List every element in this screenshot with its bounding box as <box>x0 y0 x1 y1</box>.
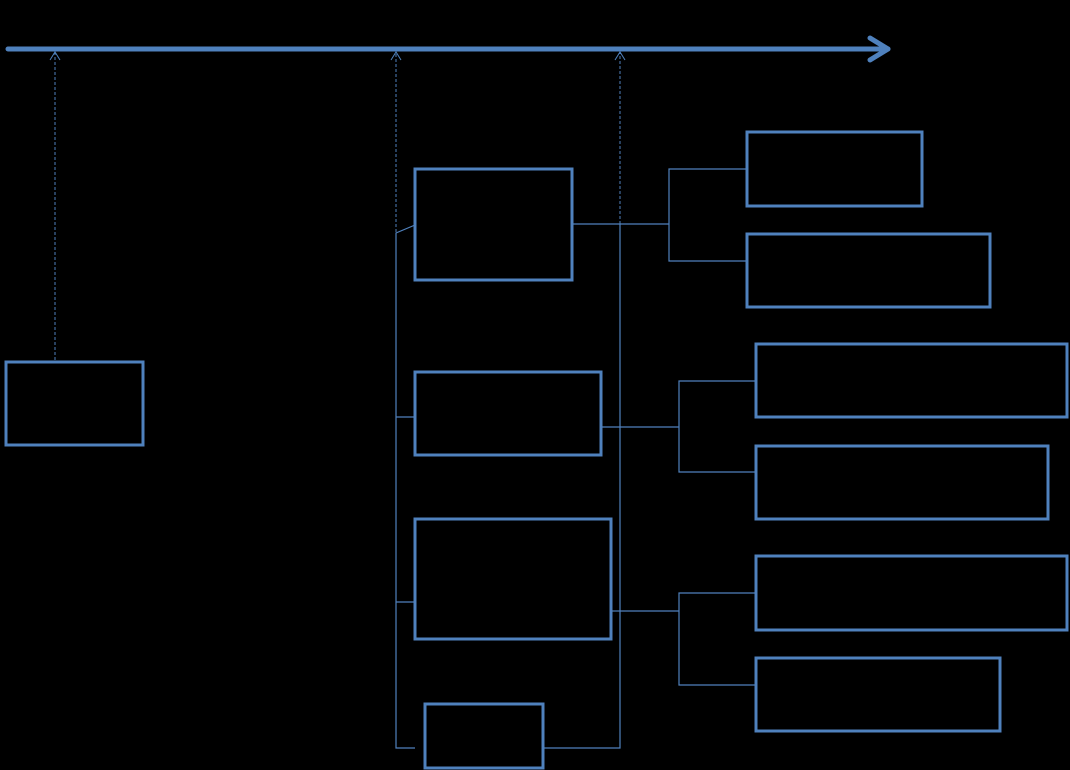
leader-head-groups <box>390 51 402 61</box>
leader-head-leaves <box>614 51 626 61</box>
timeline-arrow <box>5 35 891 63</box>
group-bracket <box>395 224 416 749</box>
branch-1-fork <box>668 168 747 262</box>
branch-3-fork <box>678 592 756 686</box>
leaf-box-2b <box>754 444 1050 521</box>
leaf-box-3a <box>754 554 1069 632</box>
group-link-line <box>543 223 621 749</box>
timeline-leaders <box>49 51 626 360</box>
group-box-3 <box>413 517 613 641</box>
root-box <box>4 360 145 447</box>
leaf-box-1b <box>745 232 992 309</box>
connectors <box>395 168 756 749</box>
group-box-2 <box>413 370 603 457</box>
leaf-box-3b <box>754 656 1002 733</box>
group-box-4 <box>423 702 545 770</box>
group-box-1 <box>413 167 574 282</box>
leaf-box-1a <box>745 130 924 208</box>
leader-head-root <box>49 51 61 61</box>
branch-2-fork <box>678 380 756 473</box>
leaf-box-2a <box>754 342 1069 419</box>
timeline-arrowhead <box>867 35 891 63</box>
